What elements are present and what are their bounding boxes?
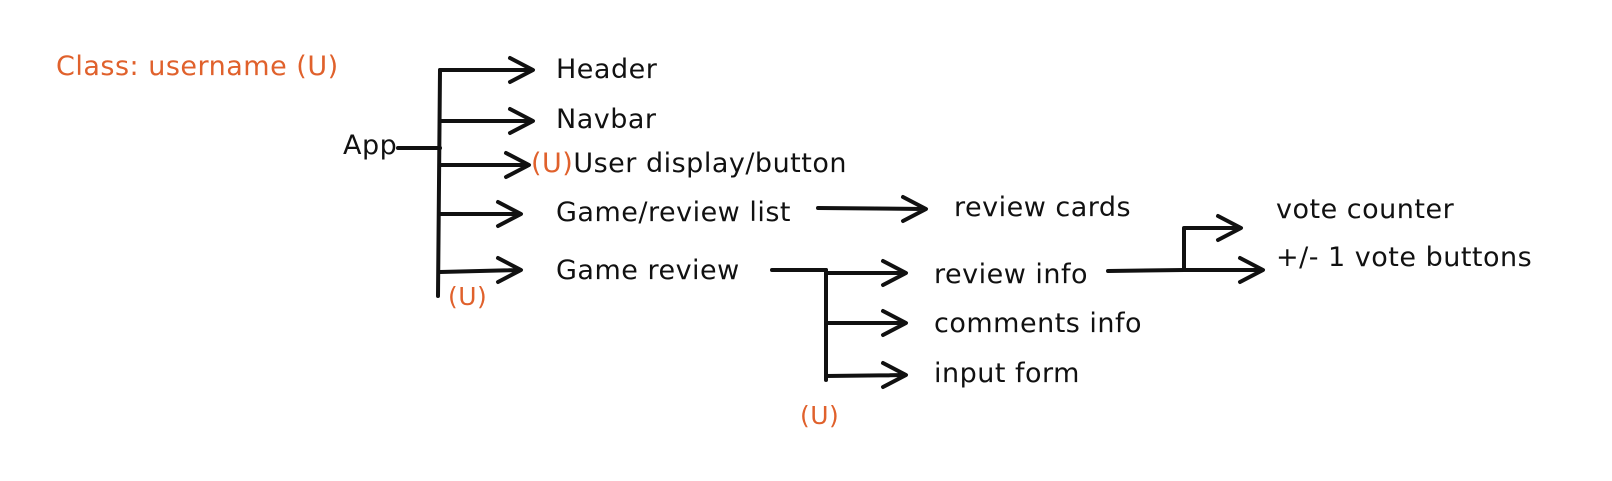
review-info-arrow: [824, 259, 908, 287]
node-comments-info: comments info: [934, 308, 1143, 339]
legend: Class: username (U): [56, 53, 339, 80]
node-app: App: [343, 130, 398, 161]
game-review-list-arrow: [438, 200, 523, 228]
node-review-info: review info: [934, 259, 1089, 290]
node-game-review-list: Game/review list: [556, 197, 792, 228]
node-user-display-row: (U)User display/button: [531, 150, 847, 177]
vote-buttons-arrow: [1182, 256, 1265, 284]
review-cards-arrow: [816, 195, 928, 223]
app-marker: (U): [448, 282, 488, 311]
app-trunk: [436, 68, 442, 298]
vote-counter-arrow: [1216, 214, 1243, 242]
user-display-marker: (U): [531, 148, 574, 179]
node-user-display: User display/button: [573, 148, 847, 179]
node-review-cards: review cards: [954, 192, 1132, 223]
input-form-arrow: [824, 361, 908, 389]
node-game-review: Game review: [556, 255, 740, 286]
legend-prefix: Class:: [56, 51, 140, 82]
review-info-connector: [1106, 268, 1186, 273]
vote-trunk: [1182, 226, 1242, 272]
header-arrow: [438, 56, 535, 84]
node-vote-counter: vote counter: [1276, 194, 1455, 225]
game-review-arrow: [438, 256, 523, 284]
navbar-arrow: [438, 107, 535, 135]
node-input-form: input form: [934, 358, 1080, 389]
node-vote-buttons: +/- 1 vote buttons: [1276, 242, 1533, 273]
comments-info-arrow: [824, 309, 908, 337]
node-header: Header: [556, 54, 658, 85]
user-display-arrow: [438, 151, 531, 179]
node-navbar: Navbar: [556, 104, 657, 135]
legend-text: username (U): [148, 51, 339, 82]
game-review-marker: (U): [800, 401, 840, 430]
